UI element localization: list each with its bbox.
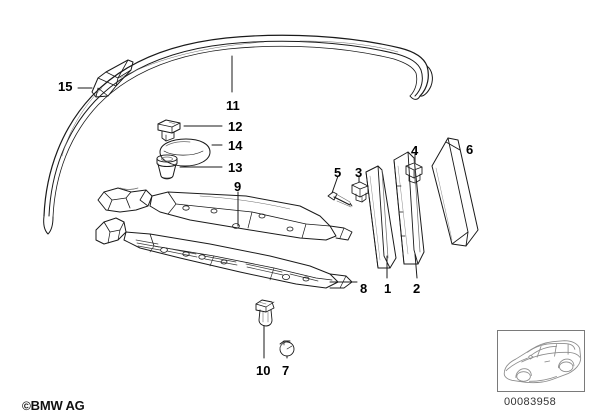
callout-5: 5 — [334, 165, 342, 180]
part-fillister-head-screw — [327, 191, 353, 208]
part-oval-sealing-cap — [159, 138, 211, 167]
diagram-id-number: 00083958 — [504, 396, 557, 408]
car-illustration-icon — [503, 340, 582, 384]
copyright-text: BMW AG — [30, 398, 85, 413]
part-molding-retaining-clip — [157, 119, 181, 142]
callout-3: 3 — [355, 165, 363, 180]
part-pillar-trim-clip-upper — [405, 162, 423, 184]
callout-8: 8 — [360, 281, 368, 296]
callout-1: 1 — [384, 281, 392, 296]
part-upper-cowl-panel — [97, 187, 353, 241]
part-roof-molding-end-cap — [91, 59, 134, 98]
callout-7: 7 — [282, 363, 290, 378]
part-roof-drip-molding — [43, 34, 433, 235]
callout-2: 2 — [413, 281, 421, 296]
copyright-icon: © — [22, 399, 31, 413]
callout-15: 15 — [58, 79, 73, 94]
part-round-grommet — [279, 340, 295, 357]
leader-lines — [77, 55, 461, 359]
part-lower-cowl-panel — [95, 217, 353, 289]
leader-2 — [414, 253, 418, 279]
callout-14: 14 — [228, 138, 243, 153]
vehicle-thumbnail — [497, 330, 585, 392]
part-pillar-trim-clip — [351, 181, 369, 203]
callout-9: 9 — [234, 179, 242, 194]
callout-11: 11 — [226, 98, 240, 113]
part-b-pillar-cover-right — [431, 137, 479, 247]
callout-6: 6 — [466, 142, 474, 157]
part-rubber-grommet-plug — [156, 154, 178, 180]
copyright-notice: ©BMW AG — [22, 398, 85, 413]
part-b-pillar-trim-inner — [365, 165, 397, 269]
callout-13: 13 — [228, 160, 243, 175]
leader-6 — [445, 141, 461, 151]
callout-4: 4 — [411, 143, 419, 158]
callout-10: 10 — [256, 363, 271, 378]
callout-12: 12 — [228, 119, 243, 134]
part-expanding-rivet — [255, 299, 275, 327]
part-b-pillar-trim-outer — [393, 151, 425, 265]
leader-5 — [331, 175, 339, 194]
